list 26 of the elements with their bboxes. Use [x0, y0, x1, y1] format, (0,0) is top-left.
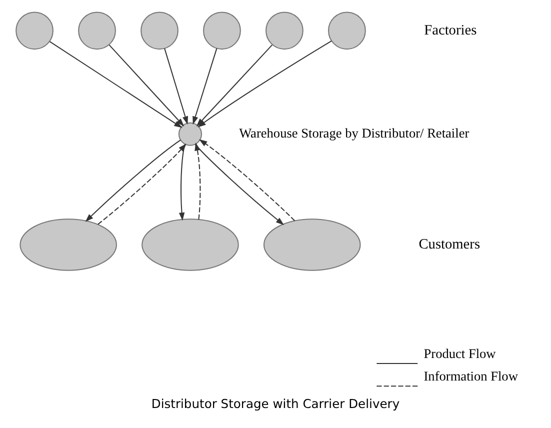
node-circle — [328, 12, 366, 50]
node-circle — [266, 12, 304, 50]
arrow — [198, 40, 332, 128]
node-circle — [140, 12, 178, 50]
node-ellipse — [20, 218, 117, 271]
node-circle — [16, 12, 54, 50]
legend-label: Product Flow — [424, 346, 496, 361]
arrow — [192, 48, 218, 125]
arrow — [98, 144, 186, 225]
node-circle — [178, 122, 202, 146]
arrow — [85, 140, 181, 222]
arrow — [178, 144, 186, 221]
legend-label: Information Flow — [424, 368, 518, 384]
node-circle — [203, 12, 241, 50]
node-label: Warehouse Storage by Distributor/ Retailer — [239, 126, 470, 141]
arrow — [194, 142, 201, 220]
arrow — [164, 48, 188, 125]
node-ellipse — [142, 218, 239, 271]
label: Customers — [418, 236, 480, 253]
arrow — [194, 144, 284, 226]
node-circle — [78, 12, 116, 50]
arrow — [49, 41, 182, 128]
arrow — [108, 44, 184, 126]
label: Factories — [424, 22, 477, 38]
caption: Distributor Storage with Carrier Delivery — [151, 397, 400, 412]
arrow — [198, 139, 296, 222]
